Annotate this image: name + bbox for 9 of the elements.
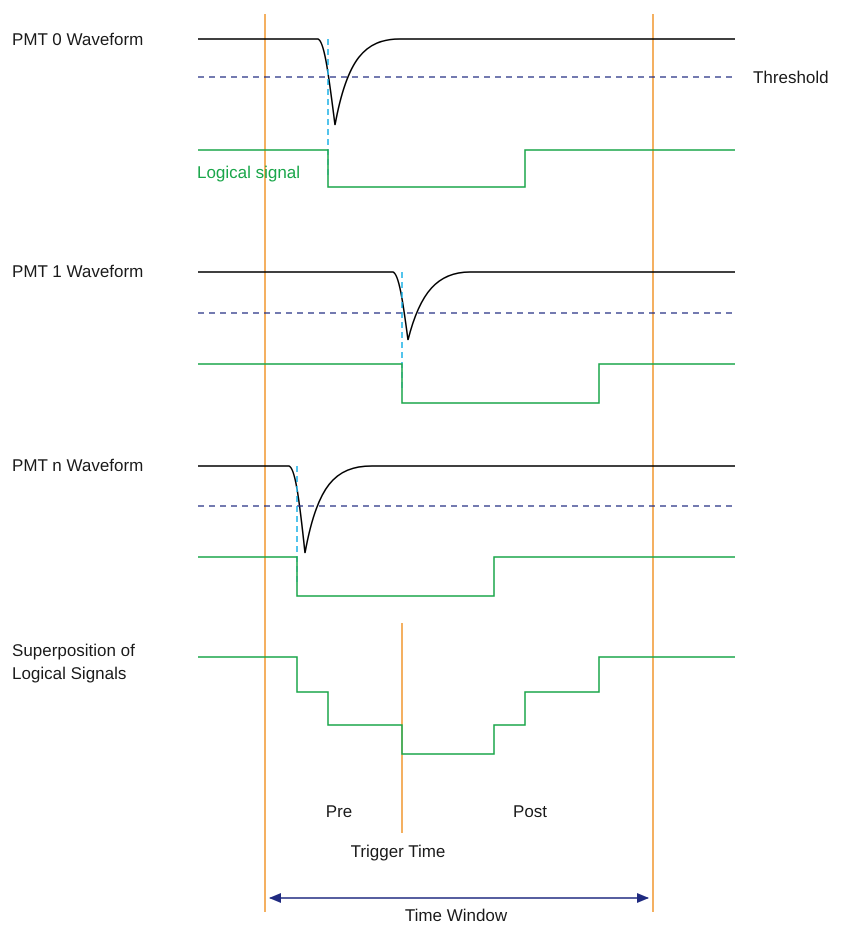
signal-label: PMT 0 Waveform xyxy=(12,28,144,50)
dimension-label: Time Window xyxy=(404,904,508,926)
signal-label: PMT n Waveform xyxy=(12,454,144,476)
trigger-time-label: Trigger Time xyxy=(350,840,446,862)
region-label: Post xyxy=(512,800,548,822)
region-label: Pre xyxy=(326,800,352,822)
signal-label: Superposition of Logical Signals xyxy=(12,640,136,685)
signal-label: PMT 1 Waveform xyxy=(12,260,144,282)
threshold-label: Threshold xyxy=(753,66,829,88)
